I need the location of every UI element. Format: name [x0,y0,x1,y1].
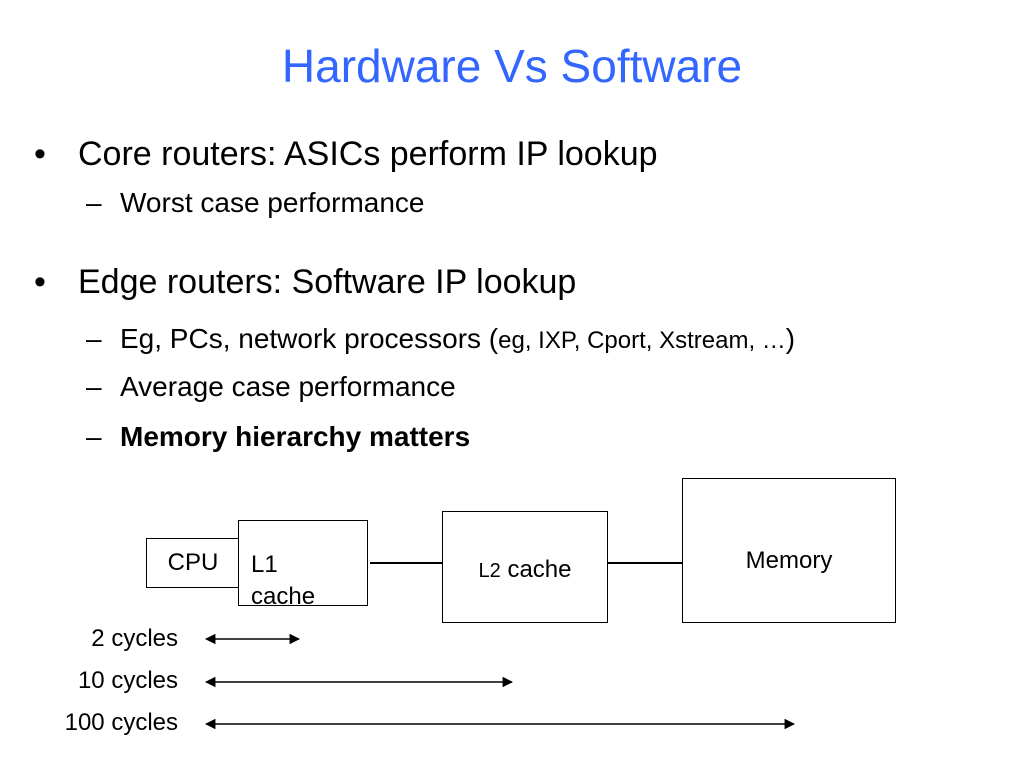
l2-prefix: L2 [478,559,501,582]
l2-cache-box: L2 cache [442,511,608,623]
sub-text: Memory hierarchy matters [120,421,471,452]
cpu-label: CPU [167,549,219,576]
cpu-box: CPU [146,538,240,588]
latency-label-l2: 10 cycles [77,667,178,694]
sub-text: Average case performance [120,371,456,402]
bullet-glyph: • [34,263,46,301]
sub-text-wrapper: Eg, PCs, network processors (eg, IXP, Cp… [120,322,795,358]
l2-suffix: cache [507,555,572,583]
sub-text: Eg, PCs, network processors ( [120,323,499,354]
dash-glyph: – [86,323,102,354]
slide-title: Hardware Vs Software [281,40,743,92]
sub-text: Worst case performance [120,187,425,218]
l1-l2-link [370,562,442,564]
bullet-text: Edge routers: Software IP lookup [78,263,577,301]
dash-glyph: – [86,187,102,218]
latency-label-l1: 2 cycles [91,625,178,652]
latency-label-memory: 100 cycles [64,709,178,736]
l2-memory-link [608,562,682,564]
memory-box: Memory [682,478,896,623]
l1-cache-label: L1 cache [251,551,316,610]
sub-text-end: ) [785,323,796,354]
bullet-text: Core routers: ASICs perform IP lookup [78,135,658,173]
bullet-glyph: • [34,135,46,173]
dash-glyph: – [86,371,102,402]
l1-cache-box: L1 cache [238,520,368,610]
dash-glyph: – [86,421,102,452]
l2-cache-label: L2 cache [479,556,572,585]
sub-text-small: eg, IXP, Cport, Xstream, … [498,327,786,354]
memory-label: Memory [745,547,833,574]
